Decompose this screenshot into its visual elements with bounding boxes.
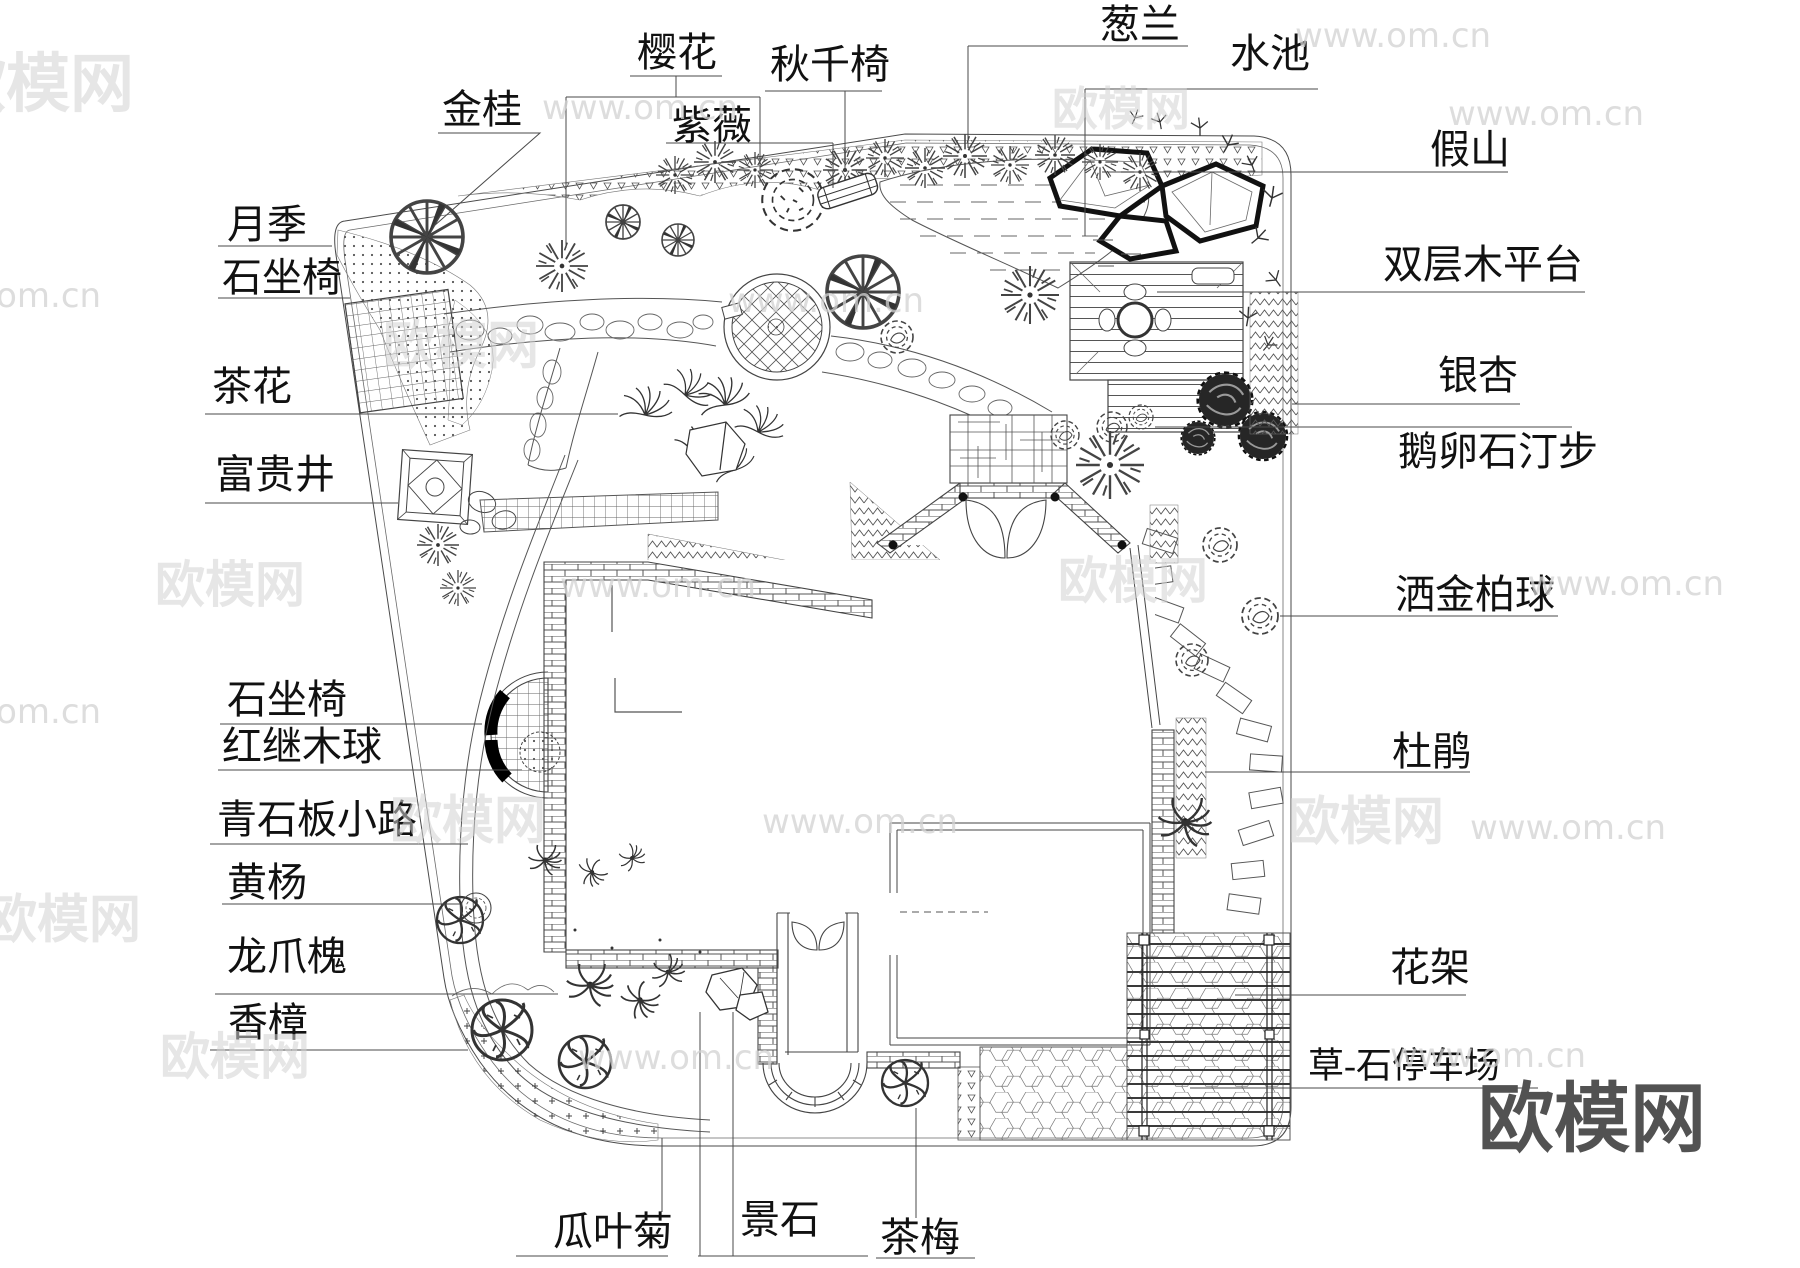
interior-marks [611,585,682,713]
watermark-0: 欧模网 [0,48,134,122]
watermark-15: 欧模网 [1288,793,1444,853]
label-xiangzhang: 香樟 [228,1000,308,1045]
south-porch [776,912,859,1063]
label-yinxing: 银杏 [1438,353,1518,398]
label-longzhuahuai: 龙爪槐 [227,934,347,979]
loropetalum-ball [519,731,561,773]
boxwood [460,892,492,924]
label-chamei: 茶梅 [880,1215,960,1260]
watermark-2: 欧模网 [1052,82,1190,136]
label-qiuqianyi: 秋千椅 [770,42,890,87]
site-logo: 欧模网 [1478,1074,1706,1163]
watermark-17: 欧模网 [0,891,141,951]
label-yinghua: 樱花 [637,30,717,75]
label-dujuan: 杜鹃 [1392,729,1472,774]
cineraria-bed [449,983,659,1143]
entry-terrace [949,414,1068,484]
stone-bench-sw [484,671,561,799]
leader-lines [205,45,1585,1259]
label-eluanshitingbu: 鹅卵石汀步 [1398,429,1598,474]
tile-paving [479,491,719,533]
camellia-strip [957,1066,981,1141]
pergola [1126,932,1291,1141]
parking [957,1046,1128,1141]
plants [389,133,1279,1108]
camellia-sasanqua-tree [880,1058,930,1108]
circular-plaza [721,273,831,381]
apse [762,1062,868,1114]
watermark-12: www.om.cn [0,692,101,732]
cobble-path [443,297,1053,471]
stone-bench-nw [344,288,464,414]
wealth-well [397,449,473,525]
label-qingshiban: 青石板小路 [217,797,417,842]
house [543,482,1175,1114]
rockery [1047,146,1266,267]
watermark-4: www.om.cn [1448,94,1644,134]
watermark-14: www.om.cn [762,802,958,842]
camellia-fern-cluster [618,359,790,483]
label-jingshi: 景石 [740,1197,820,1242]
label-jingui: 金桂 [442,87,522,132]
watermarks: 欧模网 www.om.cn 欧模网 www.om.cn www.om.cn www.om.… [0,16,1724,1086]
watermark-20: www.om.cn [1390,1036,1586,1076]
label-chahua: 茶花 [212,364,292,409]
watermark-13: 欧模网 [390,792,546,852]
watermark-3: www.om.cn [1295,16,1491,56]
label-huangyang: 黄杨 [227,860,307,905]
label-caoshitingchechang: 草-石停车场 [1308,1046,1500,1086]
watermark-19: www.om.cn [578,1038,774,1078]
labels: 月季石坐椅茶花富贵井石坐椅红继木球青石板小路黄杨龙爪槐香樟金桂樱花秋千椅紫薇葱兰… [212,2,1598,1260]
landscape-stones [705,967,769,1021]
label-ziwei: 紫薇 [672,103,752,148]
watermark-11: www.om.cn [560,566,756,606]
label-conglan: 葱兰 [1100,2,1180,47]
label-sajinbaiqiu: 洒金柏球 [1395,572,1555,617]
label-shizuoyi-low: 石坐椅 [227,677,347,722]
label-fuguijing: 富贵井 [215,452,335,497]
watermark-16: www.om.cn [1470,808,1666,848]
entry-door-arcs [965,499,1047,559]
watermark-7: www.om.cn [728,281,924,321]
label-huajia: 花架 [1390,945,1470,990]
label-shuichi: 水池 [1230,31,1310,76]
label-hongjimuqiu: 红继木球 [222,724,382,769]
watermark-9: www.om.cn [1528,564,1724,604]
label-shizuoyi-top: 石坐椅 [222,255,342,300]
watermark-6: 欧模网 [383,317,539,377]
leader-jingui [433,132,542,227]
label-guayeju: 瓜叶菊 [553,1209,673,1254]
watermark-5: www.om.cn [0,276,101,316]
swing-chair [817,172,879,210]
watermark-8: 欧模网 [1058,552,1208,610]
label-jiashan: 假山 [1430,127,1510,172]
watermark-18: 欧模网 [160,1028,310,1086]
watermark-10: 欧模网 [155,556,305,614]
pagoda-tree-cluster [527,839,702,1026]
label-yueji: 月季 [227,202,307,247]
watermark-1: www.om.cn [542,88,738,128]
label-shuangcengmupingtai: 双层木平台 [1383,242,1583,287]
